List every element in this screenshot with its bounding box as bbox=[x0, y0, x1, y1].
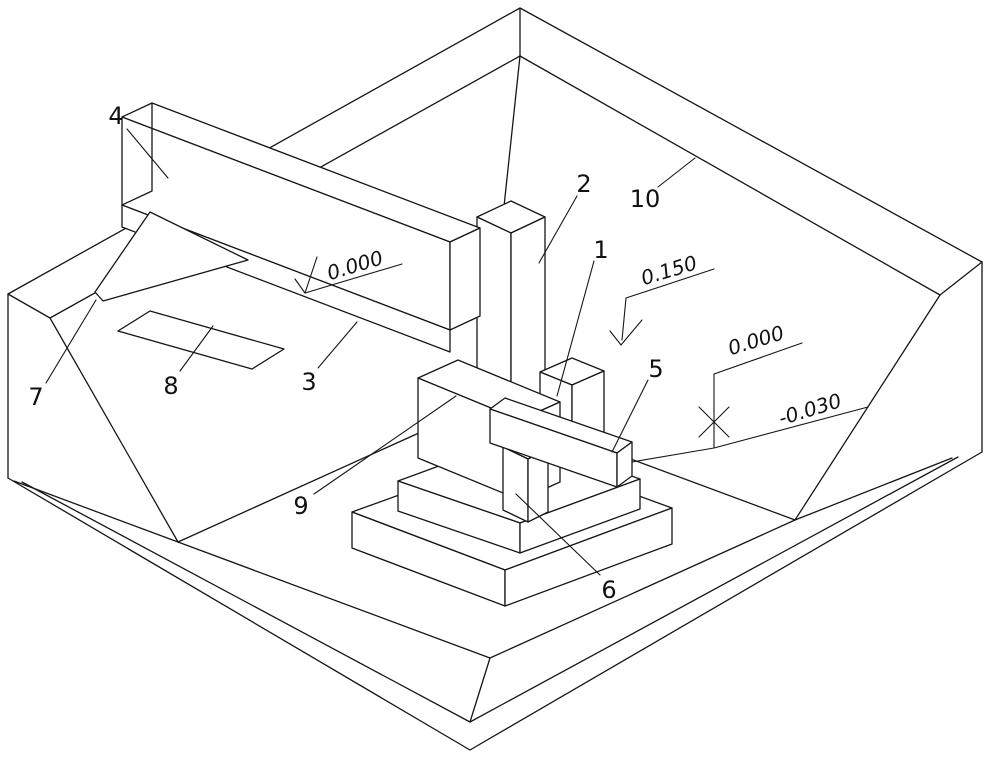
rim-corner-right bbox=[939, 261, 983, 296]
leader-part4 bbox=[126, 128, 169, 179]
base1-front-right-face bbox=[504, 507, 673, 607]
dim-bar-cross-mark bbox=[698, 406, 730, 438]
dim-rail-drop-line bbox=[304, 256, 318, 294]
part-label-6: 6 bbox=[601, 576, 616, 604]
bar-part5 bbox=[489, 397, 633, 488]
leader-part9 bbox=[313, 395, 457, 495]
part-label-10: 10 bbox=[630, 185, 661, 213]
leader-part5 bbox=[611, 379, 649, 453]
wedge-face bbox=[94, 211, 249, 302]
leader-part6 bbox=[515, 493, 601, 576]
leader-part7 bbox=[45, 299, 97, 384]
leader-part10 bbox=[657, 157, 696, 188]
dim-bar-leader bbox=[631, 447, 715, 463]
part-labels: 1 2 3 4 5 6 7 8 9 10 bbox=[28, 102, 663, 604]
dim-bar-shelf-upper bbox=[713, 342, 803, 375]
part-label-3: 3 bbox=[301, 368, 316, 396]
dim-table-drop-line bbox=[621, 297, 627, 341]
corner-seam-front bbox=[469, 657, 491, 723]
dimension-value-bar-upper: 0.000 bbox=[725, 320, 787, 360]
dim-bar-shelf-lower bbox=[713, 406, 869, 449]
bottom-outer-edges bbox=[7, 451, 983, 751]
bar-end-face bbox=[616, 441, 633, 488]
beam-end-face bbox=[449, 227, 481, 331]
floor-recess-face bbox=[117, 310, 285, 370]
corner-seam-left bbox=[13, 480, 179, 543]
corner-seam-right bbox=[794, 457, 953, 521]
part-label-4: 4 bbox=[108, 102, 123, 130]
part-label-9: 9 bbox=[293, 492, 308, 520]
leader-part1 bbox=[556, 260, 595, 397]
part-label-2: 2 bbox=[576, 170, 591, 198]
floor-recess-part8 bbox=[117, 310, 285, 370]
dimension-value-bar-lower: -0.030 bbox=[776, 388, 845, 430]
part-label-1: 1 bbox=[593, 236, 608, 264]
dimension-bar: 0.000 -0.030 bbox=[631, 320, 869, 463]
dim-table-shelf bbox=[625, 268, 715, 299]
leader-part2 bbox=[538, 195, 578, 264]
wall-chamfer-left bbox=[49, 317, 179, 543]
beam-left-end-edges bbox=[121, 102, 153, 206]
part-label-8: 8 bbox=[163, 372, 178, 400]
leader-lines bbox=[45, 128, 696, 576]
part-label-7: 7 bbox=[28, 383, 43, 411]
rim-corner-left bbox=[7, 293, 51, 319]
crossbeam-part4 bbox=[121, 102, 481, 331]
part-label-5: 5 bbox=[648, 355, 663, 383]
support-front-left-face bbox=[502, 446, 529, 523]
wedge-part7 bbox=[94, 211, 249, 302]
leader-part8 bbox=[179, 325, 214, 372]
dimension-table: 0.150 bbox=[609, 250, 715, 346]
dim-table-check-mark bbox=[609, 319, 643, 346]
leader-part3 bbox=[317, 321, 358, 369]
base2-front-right-face bbox=[519, 478, 641, 554]
